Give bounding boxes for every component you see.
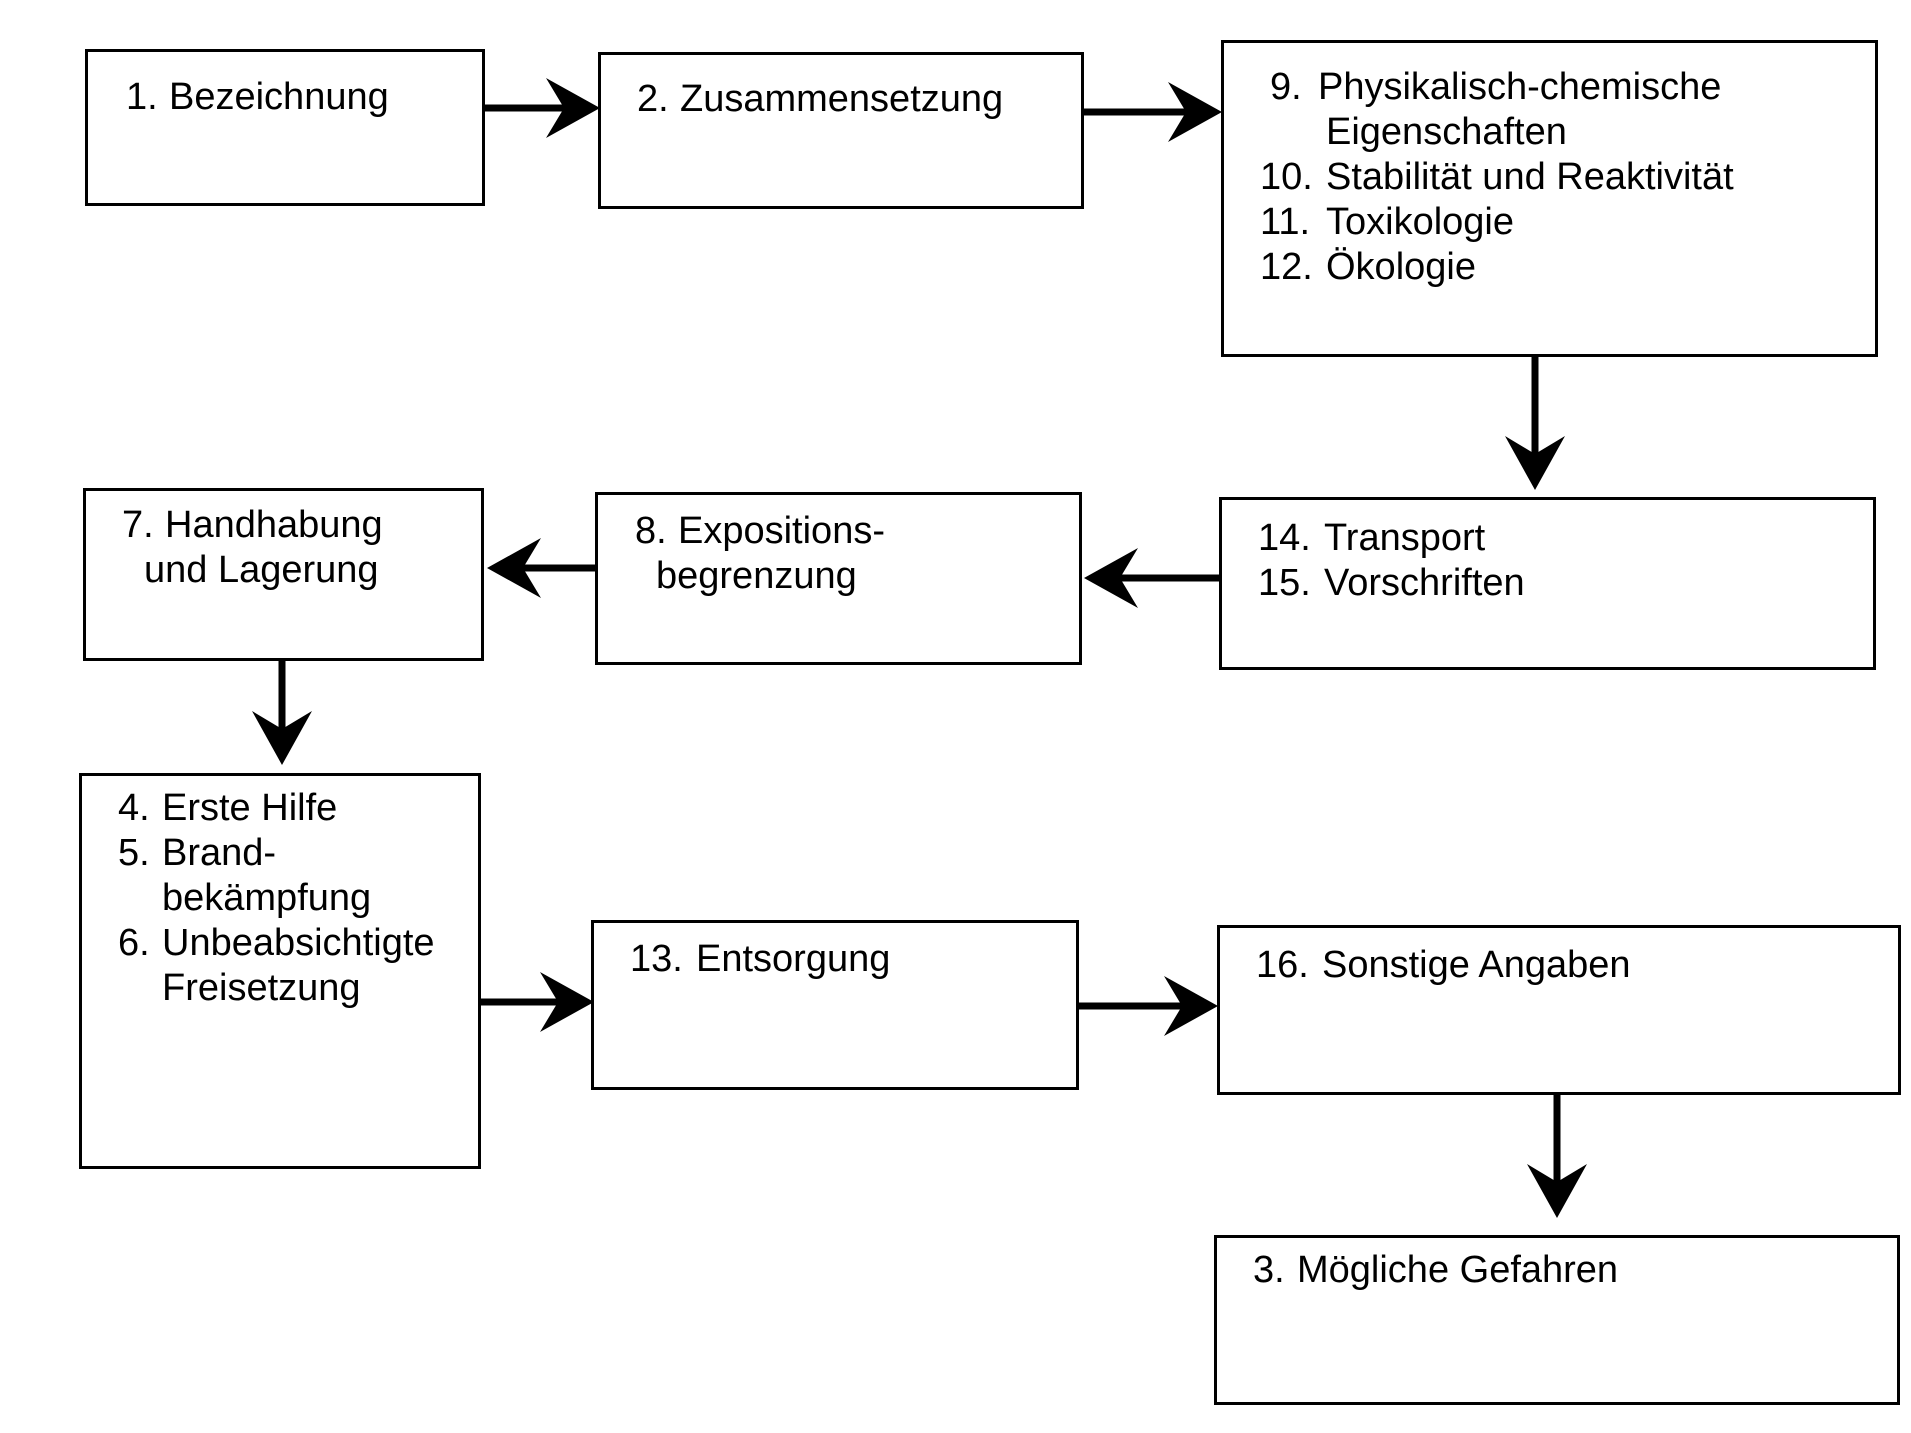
box-zusammensetzung: 2. Zusammensetzung	[598, 52, 1084, 209]
box-line: 4. Erste Hilfe	[82, 786, 478, 831]
box-line: 9. Physikalisch-chemische	[1224, 65, 1875, 110]
box-line: 8. Expositions-	[598, 509, 1079, 554]
section-title: Stabilität und Reaktivität	[1326, 156, 1734, 198]
section-title: Expositions-	[678, 510, 885, 552]
section-number: 4.	[118, 787, 150, 829]
section-number: 8.	[635, 510, 667, 552]
section-title: Sonstige Angaben	[1322, 944, 1631, 986]
section-title: Bezeichnung	[169, 76, 389, 118]
arrow-2-to-9	[1084, 82, 1222, 142]
section-number: 12.	[1260, 246, 1313, 288]
box-sonstige-angaben: 16. Sonstige Angaben	[1217, 925, 1901, 1095]
box-bezeichnung: 1. Bezeichnung	[85, 49, 485, 206]
section-title: Brand-	[162, 832, 277, 874]
box-line: und Lagerung	[86, 548, 481, 593]
box-expositionsbegrenzung: 8. Expositions-begrenzung	[595, 492, 1082, 665]
section-title: Vorschriften	[1324, 562, 1525, 604]
section-number: 9.	[1270, 66, 1302, 108]
arrow-9-to-14	[1505, 357, 1565, 490]
section-title: bekämpfung	[162, 877, 372, 919]
arrow-1-to-2	[485, 78, 600, 138]
box-line: 11. Toxikologie	[1224, 200, 1875, 245]
section-title: Erste Hilfe	[162, 787, 338, 829]
box-line: 7. Handhabung	[86, 503, 481, 548]
box-erste-hilfe-freisetzung: 4. Erste Hilfe 5. Brand-bekämpfung 6. Unbeabs…	[79, 773, 481, 1169]
section-title: Entsorgung	[696, 938, 891, 980]
arrow-8-to-7	[487, 538, 595, 598]
arrow-16-to-3	[1527, 1095, 1587, 1218]
arrow-4-to-13	[481, 972, 594, 1032]
arrow-7-to-4	[252, 661, 312, 765]
arrow-14-to-8	[1084, 548, 1219, 608]
section-title: und Lagerung	[144, 549, 379, 591]
box-line: 15. Vorschriften	[1222, 561, 1873, 606]
section-number: 5.	[118, 832, 150, 874]
section-number: 6.	[118, 922, 150, 964]
box-entsorgung: 13. Entsorgung	[591, 920, 1079, 1090]
box-line: 3. Mögliche Gefahren	[1217, 1248, 1897, 1293]
section-number: 13.	[630, 938, 683, 980]
section-title: Freisetzung	[162, 967, 361, 1009]
box-line: 1. Bezeichnung	[88, 75, 482, 120]
section-title: begrenzung	[656, 555, 857, 597]
section-title: Mögliche Gefahren	[1297, 1249, 1619, 1291]
box-line: 12. Ökologie	[1224, 245, 1875, 290]
section-title: Ökologie	[1326, 246, 1476, 288]
section-number: 16.	[1256, 944, 1309, 986]
section-number: 3.	[1253, 1249, 1285, 1291]
box-line: 13. Entsorgung	[594, 937, 1076, 982]
section-title: Handhabung	[165, 504, 383, 546]
box-line: 2. Zusammensetzung	[601, 77, 1081, 122]
box-line: Eigenschaften	[1224, 110, 1875, 155]
section-title: Transport	[1324, 517, 1486, 559]
section-number: 11.	[1260, 201, 1311, 243]
arrow-13-to-16	[1079, 976, 1218, 1036]
section-number: 7.	[122, 504, 154, 546]
section-number: 10.	[1260, 156, 1313, 198]
section-number: 1.	[126, 76, 158, 118]
box-line: bekämpfung	[82, 876, 478, 921]
section-title: Unbeabsichtigte	[162, 922, 435, 964]
section-title: Toxikologie	[1326, 201, 1514, 243]
section-number: 2.	[637, 78, 669, 120]
box-line: 6. Unbeabsichtigte	[82, 921, 478, 966]
box-line: Freisetzung	[82, 966, 478, 1011]
box-line: 10. Stabilität und Reaktivität	[1224, 155, 1875, 200]
box-line: begrenzung	[598, 554, 1079, 599]
box-moegliche-gefahren: 3. Mögliche Gefahren	[1214, 1235, 1900, 1405]
section-title: Physikalisch-chemische	[1318, 66, 1722, 108]
box-line: 5. Brand-	[82, 831, 478, 876]
box-transport-vorschriften: 14. Transport 15. Vorschriften	[1219, 497, 1876, 670]
section-number: 14.	[1258, 517, 1311, 559]
section-number: 15.	[1258, 562, 1311, 604]
section-title: Zusammensetzung	[680, 78, 1004, 120]
box-line: 16. Sonstige Angaben	[1220, 943, 1898, 988]
section-title: Eigenschaften	[1326, 111, 1567, 153]
box-line: 14. Transport	[1222, 516, 1873, 561]
